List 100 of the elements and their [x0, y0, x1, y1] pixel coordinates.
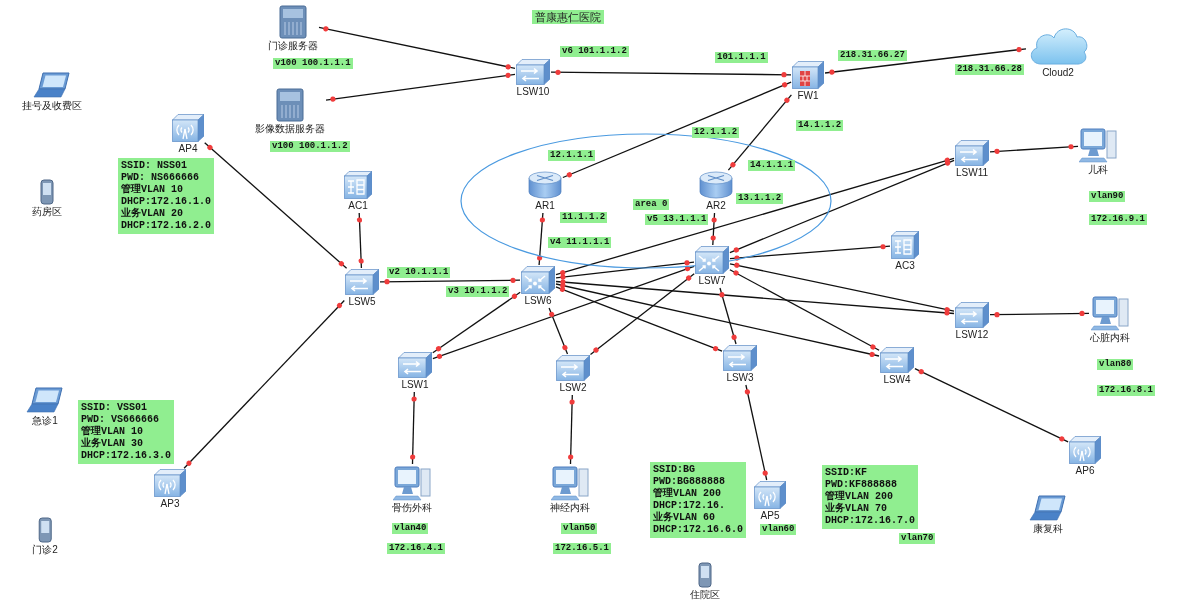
device-label: 挂号及收费区 [22, 100, 82, 112]
network-link [989, 310, 1090, 318]
network-link [719, 287, 737, 345]
device-label: AP3 [160, 498, 180, 510]
config-line: 管理VLAN 10 [121, 184, 184, 196]
device-label: LSW2 [559, 382, 587, 394]
device-label: 神经内科 [550, 502, 590, 514]
config-line: 业务VLAN 20 [121, 208, 184, 220]
network-link [550, 69, 792, 78]
device-label: 骨伤外科 [392, 502, 432, 514]
device-label: Cloud2 [1042, 67, 1074, 79]
interface-ip-label: 12.1.1.2 [692, 127, 740, 138]
network-link [537, 212, 545, 266]
network-link [204, 142, 348, 269]
interface-ip-label: 11.1.1.2 [560, 212, 608, 223]
interface-ip-label: 12.1.1.1 [548, 150, 596, 161]
network-link [356, 212, 364, 269]
interface-ip-label: v5 13.1.1.1 [645, 214, 709, 225]
vlan-label: vlan50 [561, 523, 598, 534]
network-link [548, 307, 569, 355]
device-label: AR2 [706, 200, 726, 212]
device-label: LSW10 [516, 86, 550, 98]
device-label: LSW1 [401, 379, 429, 391]
config-line: SSID:BG [653, 464, 696, 476]
device-label: 儿科 [1088, 164, 1108, 176]
config-line: DHCP:172.16. [653, 500, 726, 511]
network-link [568, 394, 575, 465]
config-line: 业务VLAN 70 [825, 503, 888, 515]
interface-ip-label: 101.1.1.1 [715, 52, 768, 63]
gateway-ip-label: 172.16.8.1 [1097, 385, 1155, 396]
gateway-ip-label: 172.16.5.1 [553, 543, 611, 554]
config-line: DHCP:172.16.1.0 [121, 196, 211, 207]
device-label: 影像数据服务器 [255, 123, 325, 135]
device-label: AC1 [348, 200, 368, 212]
config-line: DHCP:172.16.3.0 [81, 450, 171, 462]
device-label: LSW5 [348, 296, 376, 308]
device-label: LSW7 [698, 275, 726, 287]
config-line: PWD:KF888888 [825, 479, 898, 490]
gateway-ip-label: 172.16.4.1 [387, 543, 445, 554]
gateway-ip-label: 172.16.9.1 [1089, 214, 1147, 225]
device-label: FW1 [797, 90, 819, 102]
interface-ip-label: v2 10.1.1.1 [387, 267, 451, 278]
device-label: 药房区 [32, 206, 62, 218]
network-link [729, 262, 955, 313]
network-link [710, 212, 717, 246]
config-line: 业务VLAN 30 [81, 438, 144, 450]
wlan-config-note [822, 465, 918, 529]
config-line: 管理VLAN 10 [81, 426, 144, 437]
diagram-title: 普康惠仁医院 [532, 10, 604, 24]
config-line: DHCP:172.16.2.0 [121, 220, 211, 232]
config-line: SSID: VSS01 [81, 402, 148, 414]
interface-ip-label: 13.1.1.2 [736, 193, 784, 204]
device-label: 康复科 [1033, 523, 1063, 535]
vlan-label: vlan70 [899, 533, 936, 544]
config-line: PWD: NS666666 [121, 172, 200, 183]
area-label: area 0 [633, 199, 670, 210]
config-line: 管理VLAN 200 [825, 491, 894, 502]
network-link [824, 47, 1027, 75]
network-link [555, 260, 695, 280]
device-label: 门诊服务器 [268, 40, 318, 52]
network-link [729, 244, 891, 261]
device-label: 门诊2 [32, 544, 58, 556]
config-line: PWD: VS666666 [81, 414, 160, 425]
wlan-config-note [118, 158, 214, 234]
network-link [432, 265, 695, 360]
config-line: 管理VLAN 200 [653, 488, 722, 500]
device-label: LSW11 [955, 167, 989, 179]
vlan-label: vlan60 [760, 524, 797, 535]
interface-ip-label: 218.31.66.27 [838, 50, 907, 61]
network-link [432, 291, 521, 354]
device-label: LSW12 [955, 329, 989, 341]
device-label: LSW4 [883, 374, 911, 386]
device-label: LSW3 [726, 372, 754, 384]
interface-ip-label: 218.31.66.28 [955, 64, 1024, 75]
network-link [914, 367, 1069, 443]
network-link [555, 157, 955, 276]
network-link [555, 279, 955, 316]
device-label: AP6 [1075, 465, 1095, 477]
device-label: 住院区 [690, 589, 720, 601]
network-link [729, 269, 880, 351]
config-line: SSID:KF [825, 467, 868, 479]
wlan-config-note [650, 462, 746, 538]
device-label: 急诊1 [32, 415, 58, 427]
vlan-label: vlan80 [1097, 359, 1134, 370]
interface-ip-label: 14.1.1.1 [748, 160, 796, 171]
config-line: 业务VLAN 60 [653, 512, 716, 524]
interface-ip-label: 14.1.1.2 [796, 120, 844, 131]
config-line: DHCP:172.16.7.0 [825, 515, 915, 527]
config-line: PWD:BG888888 [653, 476, 726, 487]
device-label: 心脏内科 [1090, 332, 1130, 344]
config-line: DHCP:172.16.6.0 [653, 524, 743, 536]
network-link [325, 72, 516, 102]
ip-address-label: v100 100.1.1.2 [270, 141, 350, 152]
network-link [562, 81, 792, 179]
network-link [989, 144, 1079, 155]
vlan-label: vlan90 [1089, 191, 1126, 202]
device-label: AR1 [535, 200, 555, 212]
network-link [589, 273, 695, 356]
network-link [555, 282, 880, 358]
device-label: AC3 [895, 260, 915, 272]
